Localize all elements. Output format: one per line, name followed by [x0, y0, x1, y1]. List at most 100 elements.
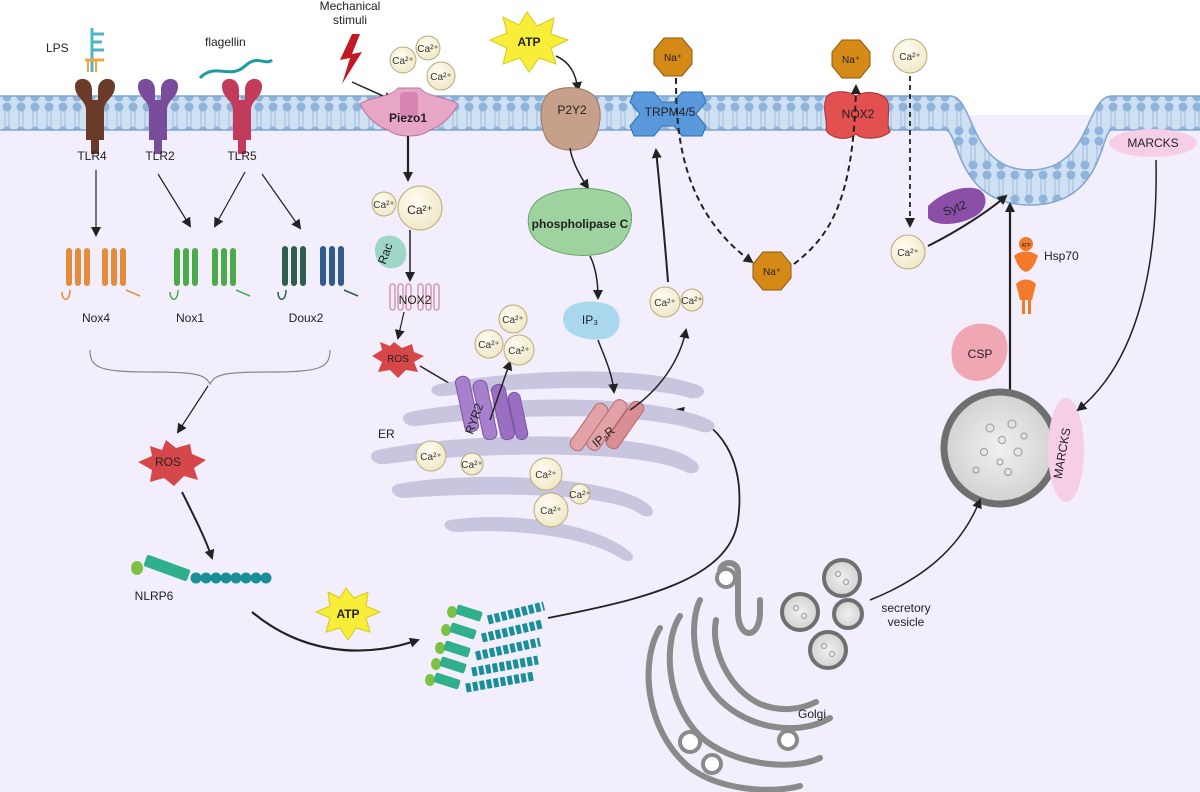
nlrp6-oligomerization-arrow	[251, 611, 420, 652]
sodium-influx-arrow	[675, 77, 754, 264]
nlrp6-label: NLRP6	[135, 589, 174, 603]
tlr4-label: TLR4	[77, 149, 107, 163]
trpm-label: TRPM4/5	[645, 105, 696, 119]
large-secretory-vesicle	[940, 388, 1060, 508]
nox2-to-ros-arrow	[394, 311, 405, 340]
sodium-ion-right: Na⁺	[831, 39, 871, 79]
hsp70-label: Hsp70	[1044, 249, 1079, 263]
calcium-ion-icon	[371, 191, 397, 217]
extracellular-calcium-cluster: Ca²⁺ Ca²⁺ Ca²⁺	[389, 35, 456, 91]
ryr2-calcium-release-arrow	[489, 360, 513, 421]
piezo1-label: Piezo1	[389, 111, 427, 125]
ip3r-calcium-release-arrow	[629, 328, 690, 411]
ryr2-channel	[454, 375, 529, 441]
calcium-ion-icon	[474, 329, 504, 359]
hsp70-protein: ATP	[1014, 237, 1038, 314]
nlrp6-oligomer	[425, 601, 546, 693]
nox4-label: Nox4	[82, 311, 110, 325]
atp-label-bottom: ATP	[336, 607, 359, 621]
p2y2-to-plc-arrow	[569, 147, 590, 190]
flagellin-label: flagellin	[205, 35, 246, 49]
tlr5-to-nox1-arrow	[214, 171, 246, 228]
plc-label: phospholipase C	[532, 217, 629, 231]
csp-protein	[951, 323, 1008, 381]
svg-text:Na⁺: Na⁺	[664, 53, 682, 64]
svg-text:Ca²⁺: Ca²⁺	[654, 298, 675, 309]
plasma-membrane	[0, 95, 1200, 206]
nlrp6-monomer	[131, 555, 272, 584]
nox1-label: Nox1	[176, 311, 204, 325]
calcium-ion-icon	[415, 35, 441, 61]
calcium-ion-icon	[529, 457, 563, 491]
plc-to-ip3-arrow	[589, 255, 603, 300]
svg-text:Ca²⁺: Ca²⁺	[502, 315, 523, 326]
calcium-ion-icon	[533, 492, 569, 528]
ros-label-left: ROS	[155, 455, 181, 469]
svg-text:Ca²⁺: Ca²⁺	[392, 56, 413, 67]
calcium-ion-icon	[415, 440, 447, 472]
svg-text:Ca²⁺: Ca²⁺	[569, 490, 590, 501]
brace-to-ros-arrow	[176, 385, 209, 434]
svg-text:Ca²⁺: Ca²⁺	[535, 470, 556, 481]
doux2-label: Doux2	[289, 311, 324, 325]
calcium-ion-icon	[569, 483, 591, 505]
svg-text:Ca²⁺: Ca²⁺	[373, 200, 394, 211]
sodium-ion-icon	[752, 251, 792, 291]
piezo1-channel	[359, 87, 459, 137]
calcium-ion-icon	[397, 185, 443, 231]
tlr2-to-nox1-arrow	[157, 173, 192, 228]
atp-burst-bottom-icon: ATP	[314, 587, 382, 641]
sodium-efflux-arrow	[793, 84, 861, 265]
ros-to-nlrp6-arrow	[181, 491, 215, 560]
calcium-ion-icon	[892, 38, 928, 74]
ip3-molecule	[563, 301, 620, 340]
tlr4-receptor	[75, 78, 115, 154]
plc-enzyme	[527, 187, 632, 256]
svg-text:Ca²⁺: Ca²⁺	[508, 346, 529, 357]
calcium-ion-icon	[460, 452, 484, 476]
nox-family-brace	[89, 349, 331, 386]
tlr5-to-doux2-arrow	[261, 173, 302, 230]
nox1-enzyme	[169, 248, 251, 300]
calcium-label-cytoplasm: Ca²⁺	[897, 248, 918, 259]
svg-text:Ca²⁺: Ca²⁺	[407, 203, 433, 217]
nox2-cytoplasmic	[389, 283, 440, 311]
svg-text:Ca²⁺: Ca²⁺	[461, 460, 482, 471]
calcium-to-trpm-arrow	[651, 148, 669, 283]
atp-burst-icon: ATP	[488, 11, 570, 73]
calcium-ion-icon	[680, 288, 704, 312]
nox2-membrane-label: NOX2	[842, 107, 875, 121]
secretory-vesicle-label-line1: secretory	[881, 601, 930, 615]
mechanical-label-line1: Mechanical	[320, 0, 381, 13]
svg-text:Ca²⁺: Ca²⁺	[430, 72, 451, 83]
trpm-channel	[629, 91, 707, 137]
sodium-ion-top: Na⁺	[653, 37, 693, 77]
svg-text:Ca²⁺: Ca²⁺	[681, 296, 702, 307]
marcks-cytoplasmic	[1048, 398, 1084, 502]
doux2-enzyme	[277, 246, 359, 300]
flagellin-filament	[198, 58, 273, 80]
syt2-protein	[928, 187, 986, 224]
lightning-icon	[340, 34, 362, 84]
rac-label: Rac	[375, 241, 395, 266]
calcium-ion-icon	[426, 61, 456, 91]
lps-molecule	[85, 28, 104, 72]
marcks-membrane-label: MARCKS	[1127, 136, 1178, 150]
marcks-translocation-arrow	[1076, 159, 1157, 412]
atp-label-top: ATP	[517, 35, 540, 49]
p2y2-receptor	[540, 87, 601, 151]
sodium-ion-icon	[653, 37, 693, 77]
ip3-label: IP₃	[582, 313, 598, 327]
nox4-enzyme	[61, 248, 141, 300]
csp-label: CSP	[968, 347, 993, 361]
calcium-ion-icon	[890, 234, 926, 270]
golgi-label: Golgi	[798, 707, 826, 721]
nox2-membrane-channel	[824, 91, 891, 139]
sodium-ion-icon	[831, 39, 871, 79]
tlr5-label: TLR5	[227, 149, 257, 163]
svg-text:Ca²⁺: Ca²⁺	[417, 44, 438, 55]
secretory-vesicle-label-line2: vesicle	[888, 615, 925, 629]
mechanical-label-line2: stimuli	[333, 13, 367, 27]
atp-to-p2y2-arrow	[555, 55, 582, 92]
